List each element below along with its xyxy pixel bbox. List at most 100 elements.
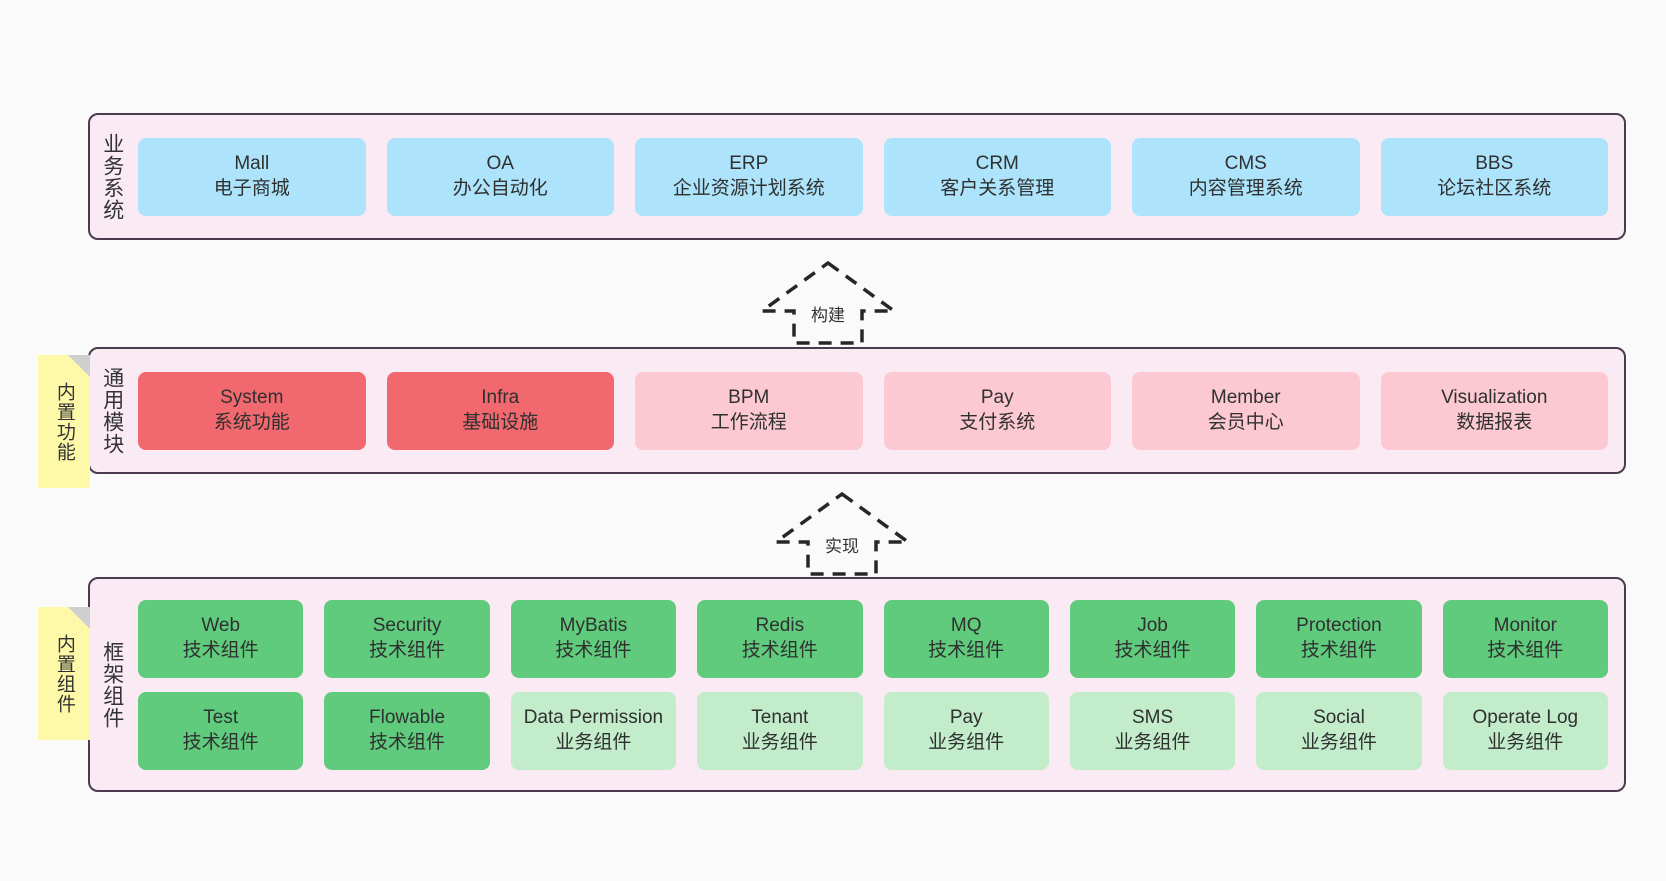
card-subtitle: 电子商城: [213, 177, 290, 199]
card-row: Test 技术组件 Flowable 技术组件 Data Permission …: [138, 691, 1608, 770]
card-subtitle: 技术组件: [1300, 639, 1377, 661]
card-title: Protection: [1296, 615, 1382, 637]
card-social[interactable]: Social 业务组件: [1256, 691, 1422, 770]
card-subtitle: 技术组件: [1487, 639, 1564, 661]
sticky-note-builtin-component: 内置组件: [38, 607, 90, 740]
fold-corner-icon: [68, 355, 90, 377]
layer-common-modules: 通用模块 System 系统功能 Infra 基础设施 BPM 工作流程 Pay…: [88, 347, 1626, 474]
card-subtitle: 技术组件: [369, 639, 446, 661]
card-security[interactable]: Security 技术组件: [324, 599, 490, 678]
card-title: CRM: [975, 153, 1019, 175]
card-subtitle: 数据报表: [1456, 411, 1533, 433]
card-protection[interactable]: Protection 技术组件: [1256, 599, 1422, 678]
card-title: Mall: [234, 153, 270, 175]
card-subtitle: 办公自动化: [452, 177, 548, 199]
card-test[interactable]: Test 技术组件: [138, 691, 304, 770]
card-mybatis[interactable]: MyBatis 技术组件: [510, 599, 677, 678]
card-crm[interactable]: CRM 客户关系管理: [883, 137, 1111, 216]
card-system[interactable]: System 系统功能: [138, 371, 366, 450]
card-operate-log[interactable]: Operate Log 业务组件: [1442, 691, 1608, 770]
card-oa[interactable]: OA 办公自动化: [386, 137, 614, 216]
card-title: MyBatis: [559, 615, 628, 637]
card-bpm[interactable]: BPM 工作流程: [635, 371, 863, 450]
card-subtitle: 业务组件: [1300, 731, 1377, 753]
card-sms[interactable]: SMS 业务组件: [1069, 691, 1236, 770]
card-visualization[interactable]: Visualization 数据报表: [1380, 371, 1608, 450]
layer-business-systems: 业务系统 Mall 电子商城 OA 办公自动化 ERP 企业资源计划系统 CRM…: [88, 113, 1626, 240]
card-row: Mall 电子商城 OA 办公自动化 ERP 企业资源计划系统 CRM 客户关系…: [138, 137, 1608, 216]
card-subtitle: 论坛社区系统: [1437, 177, 1552, 199]
card-subtitle: 业务组件: [928, 731, 1005, 753]
card-row: System 系统功能 Infra 基础设施 BPM 工作流程 Pay 支付系统…: [138, 371, 1608, 450]
card-subtitle: 业务组件: [1487, 731, 1564, 753]
card-subtitle: 技术组件: [182, 731, 259, 753]
card-subtitle: 客户关系管理: [940, 177, 1055, 199]
card-job[interactable]: Job 技术组件: [1069, 599, 1236, 678]
card-pay[interactable]: Pay 支付系统: [883, 371, 1111, 450]
card-title: Tenant: [751, 707, 809, 729]
layer-body-framework-components: Web 技术组件 Security 技术组件 MyBatis 技术组件 Redi…: [134, 579, 1624, 790]
card-title: Monitor: [1493, 615, 1557, 637]
card-subtitle: 基础设施: [462, 411, 539, 433]
card-title: Social: [1313, 707, 1365, 729]
card-title: Infra: [481, 387, 520, 409]
card-subtitle: 工作流程: [710, 411, 787, 433]
card-subtitle: 企业资源计划系统: [672, 177, 825, 199]
card-subtitle: 业务组件: [555, 731, 632, 753]
card-title: Flowable: [369, 707, 446, 729]
card-title: SMS: [1131, 707, 1174, 729]
card-subtitle: 技术组件: [555, 639, 632, 661]
layer-title-framework-components: 框架组件: [100, 640, 124, 729]
card-title: CMS: [1224, 153, 1267, 175]
card-data-permission[interactable]: Data Permission 业务组件: [510, 691, 677, 770]
card-subtitle: 内容管理系统: [1188, 177, 1303, 199]
card-title: Pay: [980, 387, 1014, 409]
card-title: BBS: [1475, 153, 1514, 175]
card-infra[interactable]: Infra 基础设施: [386, 371, 614, 450]
card-title: System: [220, 387, 284, 409]
card-pay-component[interactable]: Pay 业务组件: [883, 691, 1049, 770]
layer-body-business-systems: Mall 电子商城 OA 办公自动化 ERP 企业资源计划系统 CRM 客户关系…: [134, 115, 1624, 238]
card-title: Pay: [949, 707, 983, 729]
card-title: OA: [486, 153, 514, 175]
card-title: Job: [1137, 615, 1168, 637]
card-title: Member: [1210, 387, 1281, 409]
card-monitor[interactable]: Monitor 技术组件: [1442, 599, 1608, 678]
card-flowable[interactable]: Flowable 技术组件: [324, 691, 490, 770]
layer-title-business-systems: 业务系统: [100, 132, 124, 221]
sticky-note-builtin-function: 内置功能: [38, 355, 90, 488]
card-title: Redis: [755, 615, 805, 637]
arrow-implement-label: 实现: [825, 537, 859, 556]
card-title: ERP: [729, 153, 769, 175]
card-title: Operate Log: [1472, 707, 1579, 729]
card-web[interactable]: Web 技术组件: [138, 599, 304, 678]
card-subtitle: 会员中心: [1207, 411, 1284, 433]
card-subtitle: 业务组件: [1114, 731, 1191, 753]
card-bbs[interactable]: BBS 论坛社区系统: [1380, 137, 1608, 216]
card-mall[interactable]: Mall 电子商城: [138, 137, 366, 216]
card-subtitle: 系统功能: [213, 411, 290, 433]
card-title: Test: [203, 707, 239, 729]
arrow-implement: 实现: [772, 490, 912, 576]
card-subtitle: 技术组件: [1114, 639, 1191, 661]
card-subtitle: 支付系统: [959, 411, 1036, 433]
card-mq[interactable]: MQ 技术组件: [883, 599, 1049, 678]
layer-body-common-modules: System 系统功能 Infra 基础设施 BPM 工作流程 Pay 支付系统…: [134, 349, 1624, 472]
card-member[interactable]: Member 会员中心: [1132, 371, 1360, 450]
card-title: MQ: [950, 615, 982, 637]
card-tenant[interactable]: Tenant 业务组件: [697, 691, 863, 770]
card-subtitle: 业务组件: [741, 731, 818, 753]
fold-corner-icon: [68, 607, 90, 629]
card-cms[interactable]: CMS 内容管理系统: [1132, 137, 1360, 216]
card-subtitle: 技术组件: [369, 731, 446, 753]
card-redis[interactable]: Redis 技术组件: [697, 599, 863, 678]
layer-framework-components: 框架组件 Web 技术组件 Security 技术组件 MyBatis 技术组件…: [88, 577, 1626, 792]
card-subtitle: 技术组件: [741, 639, 818, 661]
card-erp[interactable]: ERP 企业资源计划系统: [635, 137, 863, 216]
sticky-note-label: 内置组件: [53, 633, 75, 714]
card-title: Web: [201, 615, 241, 637]
card-title: Security: [372, 615, 442, 637]
layer-title-common-modules: 通用模块: [100, 366, 124, 455]
card-subtitle: 技术组件: [182, 639, 259, 661]
